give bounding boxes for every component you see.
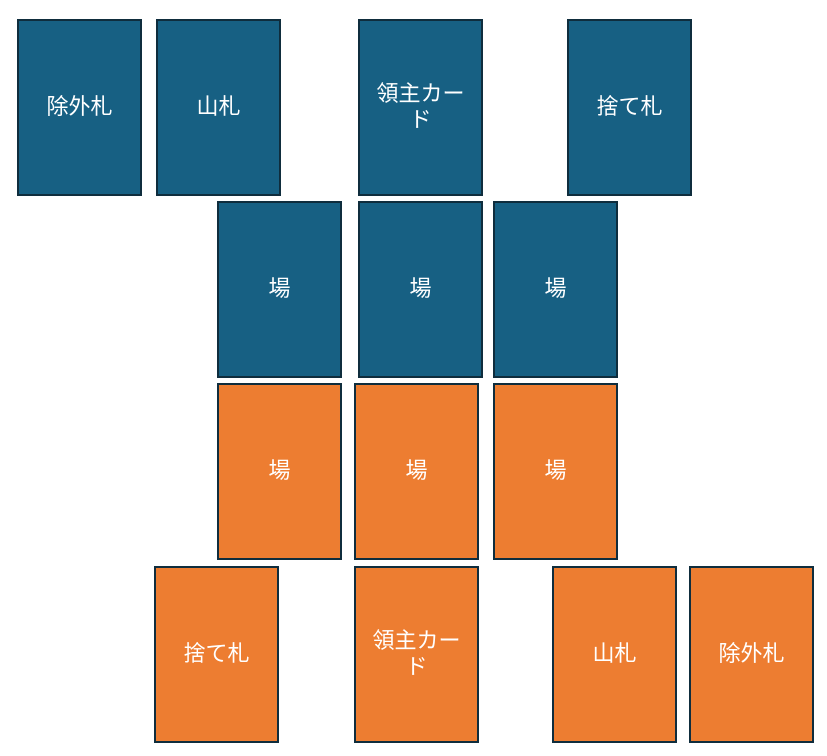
- card-label: 領主カード: [372, 628, 461, 680]
- card-label: 領主カード: [376, 81, 465, 133]
- card-label: 捨て札: [596, 94, 663, 120]
- opponent-lord-card[interactable]: 領主カード: [358, 19, 483, 196]
- card-label: 除外札: [718, 641, 785, 667]
- opponent-field-slot-1[interactable]: 場: [217, 201, 342, 378]
- card-label: 場: [268, 458, 291, 484]
- card-label: 場: [409, 276, 432, 302]
- opponent-deck[interactable]: 山札: [156, 19, 281, 196]
- card-label: 場: [544, 276, 567, 302]
- card-label: 場: [544, 458, 567, 484]
- card-label: 場: [268, 276, 291, 302]
- card-label: 捨て札: [183, 641, 250, 667]
- player-field-slot-3[interactable]: 場: [493, 383, 618, 560]
- card-label: 場: [405, 458, 428, 484]
- card-label: 山札: [196, 94, 241, 120]
- player-field-slot-2[interactable]: 場: [354, 383, 479, 560]
- player-deck[interactable]: 山札: [552, 566, 677, 743]
- player-lord-card[interactable]: 領主カード: [354, 566, 479, 743]
- opponent-field-slot-2[interactable]: 場: [358, 201, 483, 378]
- player-exile-pile[interactable]: 除外札: [689, 566, 814, 743]
- player-field-slot-1[interactable]: 場: [217, 383, 342, 560]
- card-label: 除外札: [46, 94, 113, 120]
- card-label: 山札: [592, 641, 637, 667]
- opponent-exile-pile[interactable]: 除外札: [17, 19, 142, 196]
- opponent-discard-pile[interactable]: 捨て札: [567, 19, 692, 196]
- player-discard-pile[interactable]: 捨て札: [154, 566, 279, 743]
- opponent-field-slot-3[interactable]: 場: [493, 201, 618, 378]
